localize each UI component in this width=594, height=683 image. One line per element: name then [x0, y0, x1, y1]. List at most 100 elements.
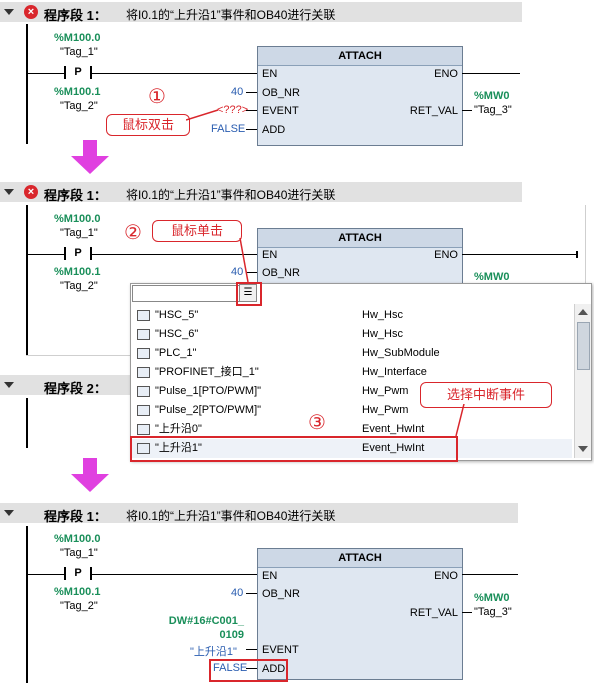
event-placeholder[interactable]: <???> [217, 104, 249, 116]
eno-line [462, 254, 578, 255]
down-arrow-icon [71, 458, 109, 494]
positive-edge-contact[interactable]: P [64, 567, 92, 580]
step-number: ① [148, 86, 166, 108]
segment-label: 程序段 1： [44, 509, 107, 524]
down-arrow-icon [71, 140, 109, 176]
event-dropdown[interactable]: ☰ "HSC_5" Hw_Hsc "HSC_6" Hw_Hsc "PLC_1" … [130, 283, 592, 461]
callout-double-click: 鼠标双击 [106, 114, 190, 136]
positive-edge-contact[interactable]: P [64, 247, 92, 260]
add-value[interactable]: FALSE [213, 662, 248, 674]
list-item[interactable]: "PLC_1" Hw_SubModule [131, 344, 572, 363]
tag-address: %M100.0 [54, 533, 101, 545]
tag-address: %M100.1 [54, 586, 101, 598]
pin-wire [246, 92, 257, 93]
attach-block[interactable]: ATTACH EN ENO OB_NR [257, 228, 463, 290]
scrollbar-thumb[interactable] [577, 322, 590, 370]
pin-add: ADD [262, 663, 286, 675]
power-rail [26, 398, 28, 448]
tag-name: "Tag_3" [474, 104, 512, 116]
callout-pointer [239, 238, 249, 283]
object-icon [137, 310, 150, 321]
segment-label: 程序段 1： [44, 8, 107, 23]
list-item[interactable]: "上升沿0" Event_HwInt [131, 420, 572, 439]
tag-name: "Tag_1" [60, 227, 98, 239]
attach-block[interactable]: ATTACH EN ENO OB_NR RET_VAL EVENT ADD [257, 548, 463, 680]
segment-2-header[interactable]: × 程序段 1： 将I0.1的“上升沿1”事件和OB40进行关联 [0, 182, 522, 203]
eno-line [462, 574, 518, 575]
power-rail [26, 24, 28, 144]
object-icon [137, 424, 150, 435]
object-icon [137, 329, 150, 340]
pin-eno: ENO [434, 249, 458, 261]
pin-ret-val: RET_VAL [409, 607, 458, 619]
pin-add: ADD [262, 124, 286, 136]
segment-label: 程序段 2： [44, 381, 107, 396]
ob-nr-value[interactable]: 40 [231, 266, 244, 278]
rung-line [28, 73, 258, 74]
collapse-triangle-icon[interactable] [4, 9, 14, 15]
add-value[interactable]: FALSE [211, 123, 246, 135]
segment-title: 将I0.1的“上升沿1”事件和OB40进行关联 [126, 188, 336, 202]
segment-4-header[interactable]: 程序段 1： 将I0.1的“上升沿1”事件和OB40进行关联 [0, 503, 518, 524]
collapse-triangle-icon[interactable] [4, 510, 14, 516]
callout-pointer [186, 109, 219, 121]
scroll-down-icon[interactable] [578, 446, 588, 452]
scrollbar[interactable] [574, 304, 591, 458]
pin-eno: ENO [434, 570, 458, 582]
object-icon [137, 405, 150, 416]
segment-1-header[interactable]: × 程序段 1： 将I0.1的“上升沿1”事件和OB40进行关联 [0, 2, 522, 23]
power-rail [26, 526, 28, 683]
pin-wire [246, 668, 257, 669]
pin-wire [246, 593, 257, 594]
scroll-up-icon[interactable] [578, 309, 588, 315]
block-title: ATTACH [258, 229, 462, 248]
tag-name: "Tag_2" [60, 280, 98, 292]
list-item[interactable]: "HSC_5" Hw_Hsc [131, 306, 572, 325]
list-icon[interactable]: ☰ [239, 284, 257, 302]
list-item[interactable]: "Pulse_2[PTO/PWM]" Hw_Pwm [131, 401, 572, 420]
ob-nr-value[interactable]: 40 [231, 587, 244, 599]
tag-name: "Tag_2" [60, 100, 98, 112]
object-icon [137, 443, 150, 454]
object-icon [137, 386, 150, 397]
step-number: ② [124, 222, 142, 244]
list-item[interactable]: "Pulse_1[PTO/PWM]" Hw_Pwm [131, 382, 572, 401]
highlight-event-button [236, 282, 262, 306]
callout-select-event: 选择中断事件 [420, 382, 552, 408]
collapse-triangle-icon[interactable] [4, 382, 14, 388]
tag-address: %MW0 [474, 271, 510, 283]
collapse-triangle-icon[interactable] [4, 189, 14, 195]
segment-title: 将I0.1的“上升沿1”事件和OB40进行关联 [126, 8, 336, 22]
block-title: ATTACH [258, 47, 462, 66]
pin-ob-nr: OB_NR [262, 87, 300, 99]
tag-address: %M100.0 [54, 213, 101, 225]
eno-line [462, 73, 520, 74]
list-item-selected[interactable]: "上升沿1" Event_HwInt [131, 439, 572, 458]
highlight-add-pin [209, 659, 288, 682]
tag-name: "Tag_3" [474, 606, 512, 618]
tag-address: %MW0 [474, 90, 510, 102]
pin-en: EN [262, 570, 278, 582]
pin-event: EVENT [262, 644, 299, 656]
event-input[interactable] [132, 285, 241, 302]
pin-en: EN [262, 249, 278, 261]
error-icon: × [24, 185, 38, 199]
list-item[interactable]: "PROFINET_接口_1" Hw_Interface [131, 363, 572, 382]
tag-name: "Tag_2" [60, 600, 98, 612]
callout-pointer [455, 404, 465, 437]
rail-end [576, 251, 578, 258]
segment-label: 程序段 1： [44, 188, 107, 203]
positive-edge-contact[interactable]: P [64, 66, 92, 79]
ob-nr-value[interactable]: 40 [231, 86, 244, 98]
callout-single-click: 鼠标单击 [152, 220, 242, 242]
pin-wire [246, 649, 257, 650]
pin-wire [462, 110, 472, 111]
attach-block[interactable]: ATTACH EN ENO OB_NR EVENT RET_VAL ADD [257, 46, 463, 146]
list-item[interactable]: "HSC_6" Hw_Hsc [131, 325, 572, 344]
event-selected-value[interactable]: "上升沿1" [190, 646, 237, 658]
rung-line [28, 254, 258, 255]
segment-3-header[interactable]: 程序段 2： [0, 375, 140, 396]
tag-name: "Tag_1" [60, 46, 98, 58]
power-rail [26, 205, 28, 355]
pin-wire [246, 272, 257, 273]
